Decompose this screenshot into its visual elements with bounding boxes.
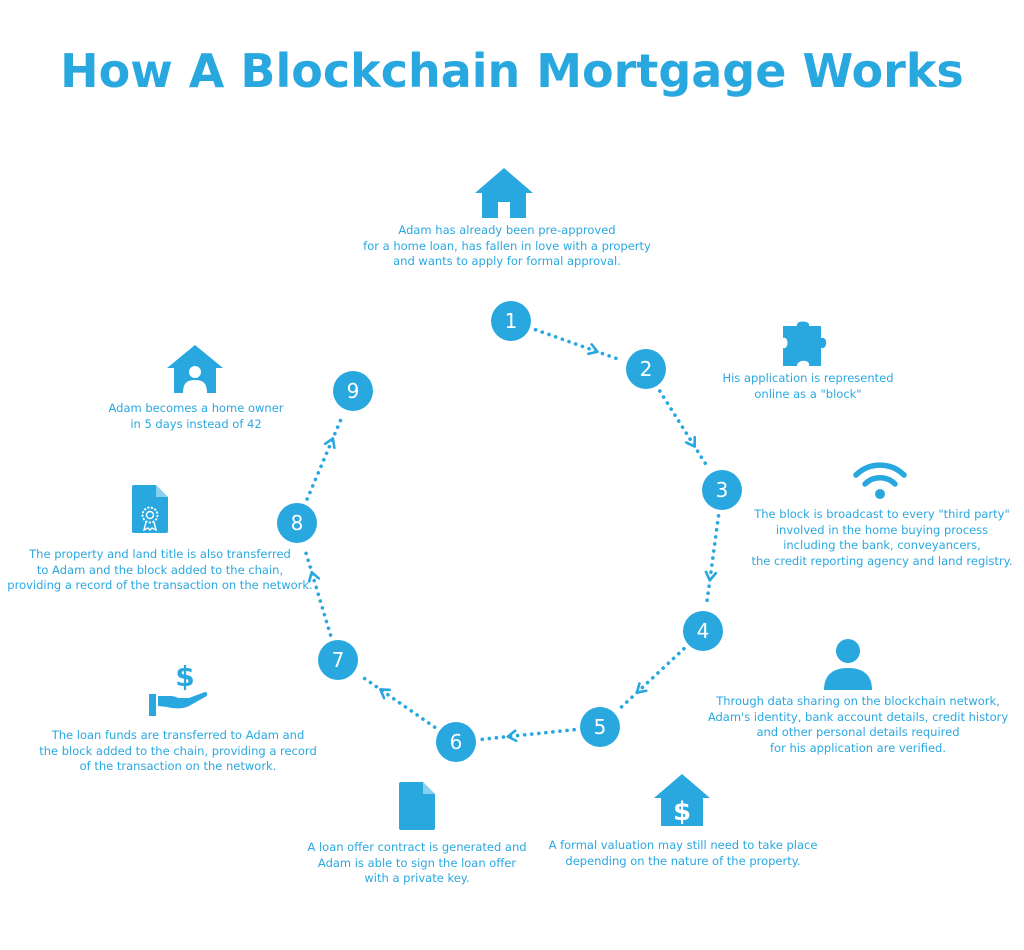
step-number: 2 xyxy=(640,357,653,381)
step-5-description: A formal valuation may still need to tak… xyxy=(548,838,818,868)
page-title: How A Blockchain Mortgage Works xyxy=(60,44,964,98)
chevron-arrow-icon xyxy=(587,343,599,356)
chevron-arrow-icon xyxy=(379,688,392,700)
step-number: 5 xyxy=(594,715,607,739)
svg-text:$: $ xyxy=(673,797,691,827)
connector-3-to-4 xyxy=(704,513,721,608)
step-node-6: 6 xyxy=(436,722,476,762)
connector-2-to-3 xyxy=(658,389,710,470)
connectors xyxy=(302,327,721,743)
chevron-arrow-icon xyxy=(506,729,518,743)
step-node-9: 9 xyxy=(333,371,373,411)
step-9-description: Adam becomes a home owner in 5 days inst… xyxy=(108,401,284,431)
step-number: 8 xyxy=(291,511,304,535)
step-number: 9 xyxy=(347,379,360,403)
step-node-7: 7 xyxy=(318,640,358,680)
house-owner-icon xyxy=(167,345,223,393)
step-node-1: 1 xyxy=(491,301,531,341)
hand-dollar-icon: $ xyxy=(149,660,208,716)
step-node-4: 4 xyxy=(683,611,723,651)
step-number: 3 xyxy=(716,478,729,502)
connector-4-to-5 xyxy=(617,646,686,712)
step-node-3: 3 xyxy=(702,470,742,510)
puzzle-piece-icon xyxy=(783,321,827,366)
chevron-arrow-icon xyxy=(323,437,336,450)
connector-8-to-9 xyxy=(305,413,345,501)
step-node-5: 5 xyxy=(580,707,620,747)
house-dollar-icon: $ xyxy=(654,774,710,827)
connector-5-to-6 xyxy=(480,727,576,743)
person-icon xyxy=(824,639,872,690)
chevron-arrow-icon xyxy=(307,570,321,583)
certificate-document-icon xyxy=(132,485,168,533)
chevron-arrow-icon xyxy=(635,682,648,694)
step-node-2: 2 xyxy=(626,349,666,389)
step-7-description: The loan funds are transferred to Adam a… xyxy=(39,728,317,773)
connector-1-to-2 xyxy=(533,327,624,363)
connector-6-to-7 xyxy=(357,673,437,729)
step-nodes: 1 2 3 4 5 6 7 8 9 xyxy=(277,301,742,762)
step-6-description: A loan offer contract is generated and A… xyxy=(307,840,527,885)
step-number: 1 xyxy=(505,309,518,333)
chevron-arrow-icon xyxy=(684,435,697,448)
connector-7-to-8 xyxy=(302,546,333,637)
step-4-description: Through data sharing on the blockchain n… xyxy=(707,694,1009,755)
step-number: 6 xyxy=(450,730,463,754)
house-icon xyxy=(475,168,533,218)
step-number: 4 xyxy=(697,619,710,643)
document-icon xyxy=(399,782,435,830)
chevron-arrow-icon xyxy=(704,570,718,582)
step-number: 7 xyxy=(332,648,345,672)
step-8-description: The property and land title is also tran… xyxy=(7,547,313,592)
wifi-icon xyxy=(853,462,907,499)
step-node-8: 8 xyxy=(277,503,317,543)
step-2-description: His application is represented online as… xyxy=(722,371,894,401)
step-1-description: Adam has already been pre-approved for a… xyxy=(363,223,651,268)
step-3-description: The block is broadcast to every "third p… xyxy=(751,507,1013,568)
svg-text:$: $ xyxy=(175,660,194,693)
